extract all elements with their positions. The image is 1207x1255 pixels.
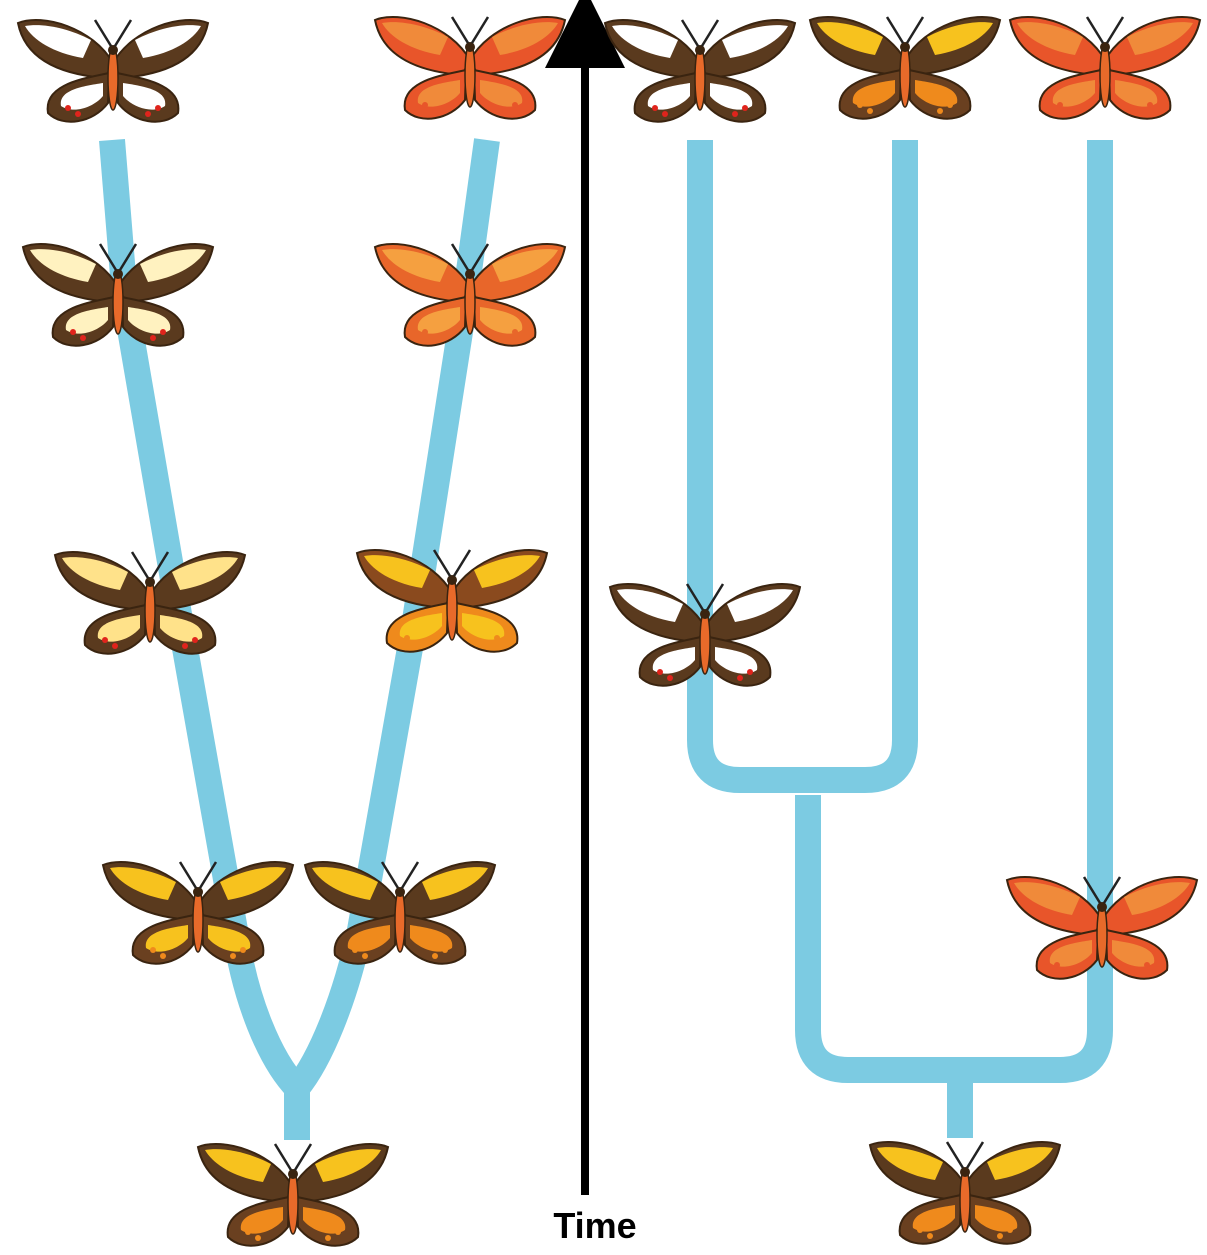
butterfly-white-brown-icon xyxy=(18,20,208,122)
butterfly-red-orange-icon xyxy=(375,17,565,119)
right-branch-upper xyxy=(700,140,905,780)
butterfly-tip-yellow-brown-icon xyxy=(810,17,1000,119)
right-branch-lower xyxy=(808,140,1100,1070)
time-axis-label: Time xyxy=(540,1205,650,1247)
butterfly-tip-red-orange-icon xyxy=(1010,17,1200,119)
butterfly-orange-yellow-icon xyxy=(357,550,547,652)
butterfly-tip-white-brown-icon xyxy=(605,20,795,122)
right-lineage-tree xyxy=(700,140,1100,1138)
butterfly-yellow-brown-icon xyxy=(103,862,293,964)
butterfly-ancestor-left-icon xyxy=(198,1144,388,1246)
butterfly-yellow-orange-icon xyxy=(305,862,495,964)
butterfly-ancestor-right-icon xyxy=(870,1142,1060,1244)
butterfly-cream-yellow-icon xyxy=(55,552,245,654)
